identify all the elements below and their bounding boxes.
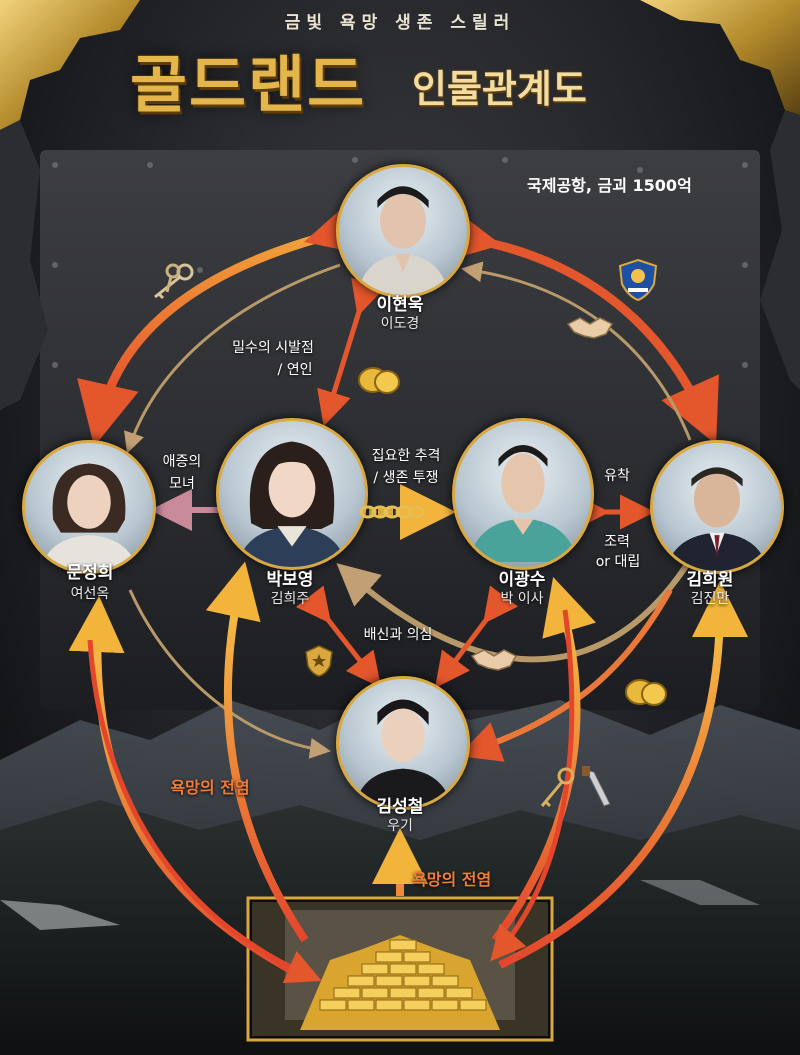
relation-mother-line2: 모녀 bbox=[169, 476, 195, 492]
relation-greed-left: 욕망의 전염 bbox=[170, 778, 250, 797]
relation-collusion-line2: 조력 bbox=[604, 534, 630, 550]
page-subtitle: 인물관계도 bbox=[412, 67, 587, 111]
relation-chase-line2: / 생존 투쟁 bbox=[373, 470, 439, 486]
relation-accomplice-line1: 밀수의 시발점 bbox=[232, 340, 314, 356]
portrait-lee-hyun-wook bbox=[336, 164, 470, 298]
gold-coins-icon bbox=[625, 679, 667, 706]
chain-icon bbox=[360, 505, 425, 519]
char-role-park-bo-young: 김희주 bbox=[270, 591, 310, 607]
portrait-lee-kwang-soo bbox=[452, 418, 594, 570]
char-name-kim-hee-won: 김희원 bbox=[686, 570, 734, 590]
char-role-kim-hee-won: 김진만 bbox=[690, 591, 730, 607]
handshake-icon bbox=[470, 649, 518, 671]
char-name-moon-jeong-hee: 문정희 bbox=[66, 563, 114, 583]
char-role-lee-kwang-soo: 박 이사 bbox=[500, 591, 544, 607]
char-name-lee-hyun-wook: 이현욱 bbox=[376, 295, 424, 315]
portrait-kim-hee-won bbox=[650, 440, 784, 574]
relation-greed-bottom: 욕망의 전염 bbox=[412, 870, 492, 889]
char-name-lee-kwang-soo: 이광수 bbox=[498, 570, 546, 590]
handshake-icon bbox=[566, 317, 614, 339]
char-role-lee-hyun-wook: 이도경 bbox=[380, 316, 420, 332]
relation-chase-line1: 집요한 추격 bbox=[371, 448, 441, 464]
char-role-moon-jeong-hee: 여선옥 bbox=[70, 586, 110, 602]
airport-badge: 국제공항, 금괴 1500억 bbox=[527, 176, 692, 195]
char-name-kim-seong-cheol: 김성철 bbox=[376, 797, 424, 817]
portrait-park-bo-young bbox=[216, 418, 368, 570]
relation-collusion-line1: 유착 bbox=[604, 468, 630, 484]
police-badge-icon bbox=[618, 258, 658, 302]
tagline: 금빛 욕망 생존 스릴러 bbox=[284, 13, 516, 33]
relation-betrayal: 배신과 의심 bbox=[363, 627, 433, 643]
relation-accomplice-line2: / 연인 bbox=[277, 362, 313, 378]
char-name-park-bo-young: 박보영 bbox=[266, 570, 314, 590]
page-title: 골드랜드 bbox=[130, 48, 367, 121]
portrait-moon-jeong-hee bbox=[22, 440, 156, 574]
char-role-kim-seong-cheol: 우기 bbox=[387, 818, 413, 834]
relation-mother-line1: 애증의 bbox=[162, 454, 202, 470]
relation-collusion-line3: or 대립 bbox=[595, 554, 641, 570]
gold-coins-icon bbox=[358, 367, 400, 394]
key-knife-icon bbox=[540, 766, 611, 808]
sheriff-badge-icon bbox=[305, 645, 333, 677]
portrait-kim-seong-cheol bbox=[336, 676, 470, 810]
keys-icon bbox=[154, 263, 194, 300]
